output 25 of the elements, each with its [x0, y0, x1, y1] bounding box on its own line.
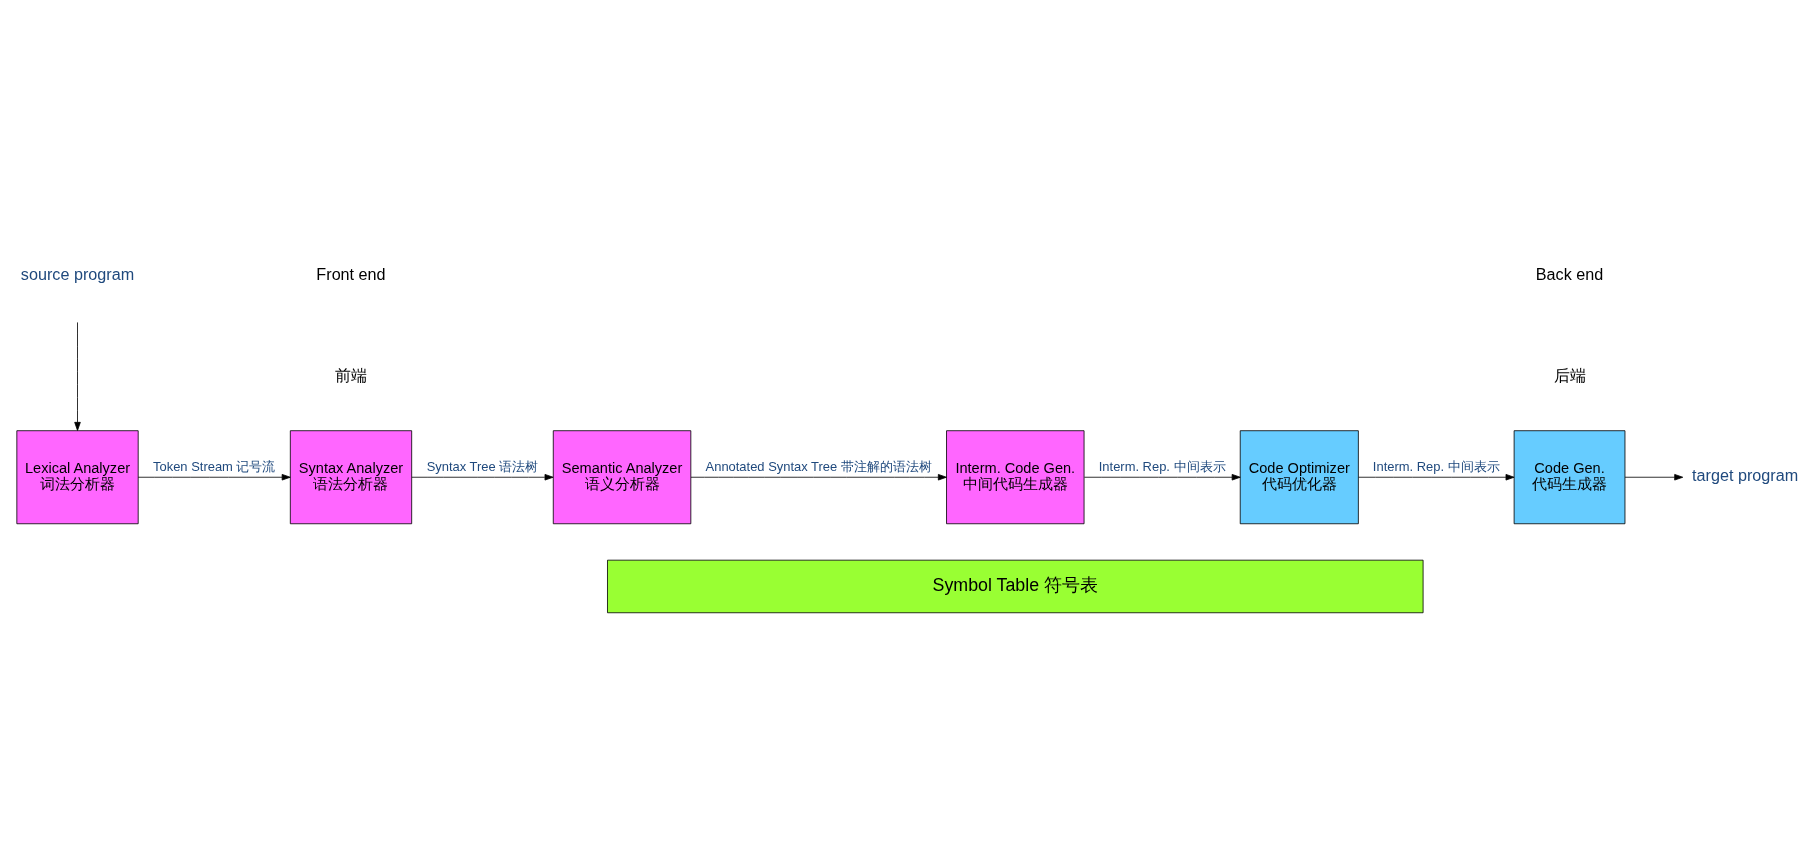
node-box: Symbol Table 符号表	[607, 559, 1424, 614]
arrow	[74, 322, 81, 431]
edge-label: Syntax Tree 语法树	[426, 458, 539, 474]
node-box: Interm. Code Gen. 中间代码生成器	[946, 430, 1085, 525]
arrow	[411, 474, 554, 481]
arrow	[137, 474, 291, 481]
edge-label: Token Stream 记号流	[153, 458, 276, 474]
edge-label: Interm. Rep. 中间表示	[1098, 458, 1226, 474]
label: 后端	[1553, 365, 1586, 384]
node-text: target program	[1692, 466, 1799, 485]
node-text: source program	[20, 264, 135, 283]
node-box: Code Optimizer 代码优化器	[1239, 430, 1359, 525]
label: Front end	[316, 264, 386, 283]
node-box: Syntax Analyzer 语法分析器	[289, 430, 413, 525]
arrow	[1358, 474, 1515, 481]
label: 前端	[335, 365, 367, 384]
node-box: Semantic Analyzer 语义分析器	[552, 430, 692, 525]
arrow	[1624, 474, 1684, 481]
edge-label: Interm. Rep. 中间表示	[1372, 458, 1500, 474]
label: Back end	[1535, 264, 1604, 283]
arrow	[690, 474, 947, 481]
node-box: Code Gen. 代码生成器	[1513, 430, 1626, 525]
edge-label: Annotated Syntax Tree 带注解的语法树	[705, 458, 932, 474]
node-box: Lexical Analyzer 词法分析器	[16, 430, 139, 525]
arrow	[1084, 474, 1241, 481]
